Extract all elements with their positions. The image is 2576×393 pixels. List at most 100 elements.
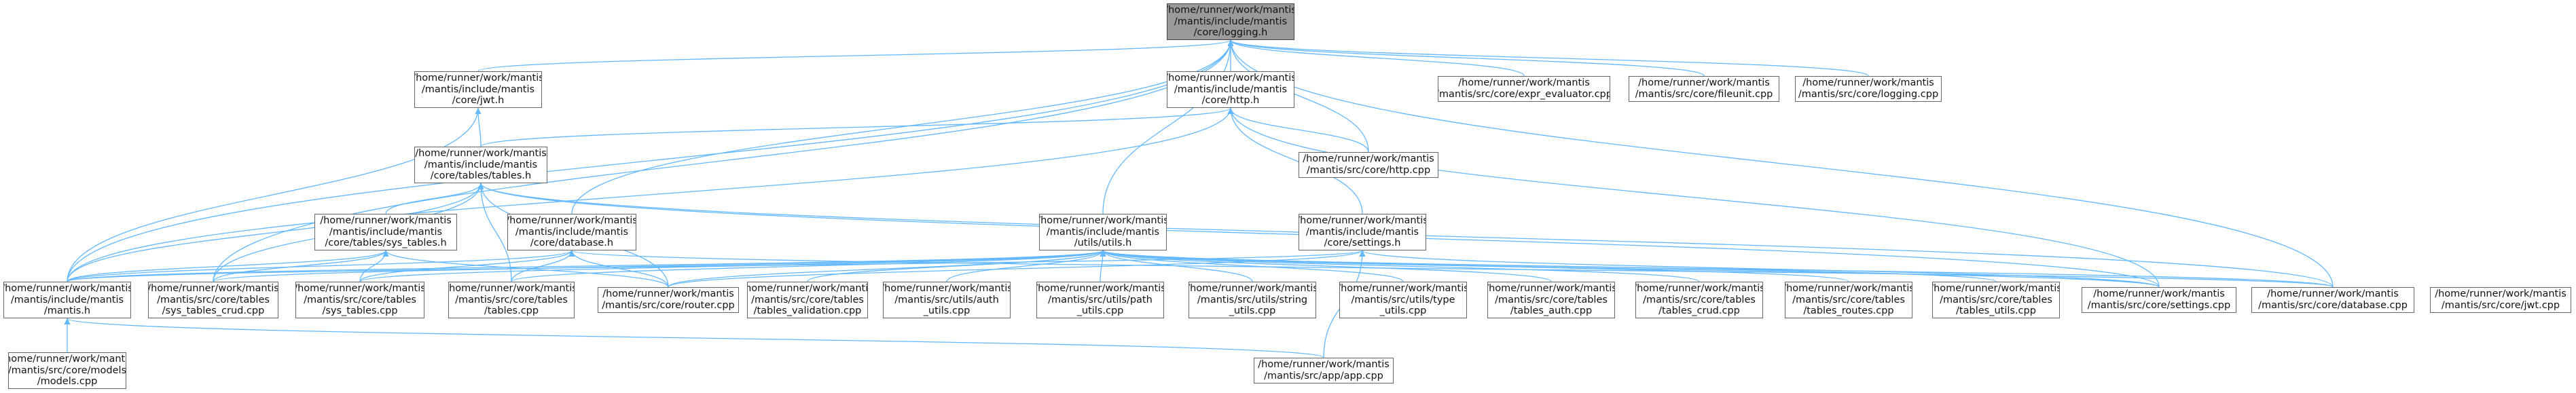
node-label: /home/runner/work/mantis /mantis/include… xyxy=(3,283,131,317)
node-settings-h[interactable]: /home/runner/work/mantis /mantis/include… xyxy=(1299,214,1426,250)
node-label: /home/runner/work/mantis /mantis/src/uti… xyxy=(883,283,1011,317)
node-auth-utils-cpp[interactable]: /home/runner/work/mantis /mantis/src/uti… xyxy=(883,282,1011,318)
edge-utils_h-to-settings_cpp xyxy=(1100,250,2160,288)
node-tables-crud-cpp[interactable]: /home/runner/work/mantis /mantis/src/cor… xyxy=(1635,282,1763,318)
node-tables-h[interactable]: /home/runner/work/mantis /mantis/include… xyxy=(414,147,547,183)
node-label: /home/runner/work/mantis /mantis/src/cor… xyxy=(602,288,735,311)
edge-logging_h-to-logging_cpp xyxy=(1227,39,1869,77)
node-label: /home/runner/work/mantis /mantis/src/cor… xyxy=(1635,77,1773,100)
node-label: /home/runner/work/mantis /mantis/src/app… xyxy=(1258,359,1390,381)
edge-tables_h-to-sys_tables_h xyxy=(385,183,484,214)
node-label: /home/runner/work/mantis /mantis/src/cor… xyxy=(8,354,126,388)
node-logging-cpp[interactable]: /home/runner/work/mantis /mantis/src/cor… xyxy=(1795,76,1942,102)
node-label: /home/runner/work/mantis /mantis/include… xyxy=(1167,73,1294,107)
node-label: /home/runner/work/mantis /mantis/src/uti… xyxy=(1189,283,1316,317)
node-label: /home/runner/work/mantis /mantis/include… xyxy=(507,215,636,249)
node-string-utils-cpp[interactable]: /home/runner/work/mantis /mantis/src/uti… xyxy=(1189,282,1316,318)
node-label: /home/runner/work/mantis /mantis/include… xyxy=(415,148,547,182)
edge-utils_h-to-auth_utils_cpp xyxy=(946,250,1106,282)
node-label: /home/runner/work/mantis /mantis/include… xyxy=(414,73,542,107)
edge-logging_h-to-http_cpp xyxy=(1227,39,1369,153)
node-mantis-h[interactable]: /home/runner/work/mantis /mantis/include… xyxy=(3,282,131,318)
edge-utils_h-to-tables_valid_cpp xyxy=(807,250,1106,282)
edge-tables_h-to-mantis_h xyxy=(67,183,484,282)
edge-utils_h-to-type_utils_cpp xyxy=(1100,250,1404,282)
node-http-cpp[interactable]: /home/runner/work/mantis /mantis/src/cor… xyxy=(1299,152,1438,178)
edge-utils_h-to-sys_crud_cpp xyxy=(213,250,1106,282)
node-type-utils-cpp[interactable]: /home/runner/work/mantis /mantis/src/uti… xyxy=(1339,282,1467,318)
node-label: /home/runner/work/mantis /mantis/src/cor… xyxy=(2258,288,2408,311)
node-label: /home/runner/work/mantis /mantis/src/cor… xyxy=(1798,77,1939,100)
node-label: /home/runner/work/mantis /mantis/src/cor… xyxy=(2087,288,2231,311)
edge-jwt_h-to-mantis_h xyxy=(67,107,482,282)
node-label: /home/runner/work/mantis /mantis/src/uti… xyxy=(1036,283,1164,317)
node-label: /home/runner/work/mantis /mantis/src/cor… xyxy=(747,283,868,317)
edge-sys_tables_h-to-sys_crud_cpp xyxy=(213,250,389,282)
node-label: /home/runner/work/mantis /mantis/src/cor… xyxy=(148,283,278,317)
node-label: /home/runner/work/mantis /mantis/include… xyxy=(1167,5,1294,39)
node-expr-evaluator-cpp[interactable]: /home/runner/work/mantis /mantis/src/cor… xyxy=(1438,76,1610,102)
edge-database_h-to-mantis_h xyxy=(67,250,575,282)
node-tables-auth-cpp[interactable]: /home/runner/work/mantis /mantis/src/cor… xyxy=(1487,282,1615,318)
edge-logging_h-to-mantis_h xyxy=(67,39,1234,282)
node-label: /home/runner/work/mantis /mantis/src/cor… xyxy=(1438,77,1610,100)
edge-logging_h-to-utils_h xyxy=(1102,39,1234,214)
node-tables-routes-cpp[interactable]: /home/runner/work/mantis /mantis/src/cor… xyxy=(1785,282,1912,318)
edge-sys_tables_h-to-mantis_h xyxy=(67,250,389,282)
node-settings-cpp[interactable]: /home/runner/work/mantis /mantis/src/cor… xyxy=(2082,287,2236,313)
edge-mantis_h-to-app_cpp xyxy=(65,318,1324,358)
edge-utils_h-to-string_utils_cpp xyxy=(1100,250,1253,282)
edge-settings_h-to-router_cpp xyxy=(668,250,1366,288)
edge-database_h-to-sys_tables_cpp xyxy=(359,250,575,282)
edge-utils_h-to-tables_auth_cpp xyxy=(1100,250,1552,282)
node-label: /home/runner/work/mantis /mantis/src/uti… xyxy=(1339,283,1467,317)
edge-utils_h-to-tables_crud_cpp xyxy=(1100,250,1700,282)
edge-http_h-to-settings_cpp xyxy=(1227,107,2160,288)
node-app-cpp[interactable]: /home/runner/work/mantis /mantis/src/app… xyxy=(1254,358,1394,383)
node-label: /home/runner/work/mantis /mantis/include… xyxy=(1039,215,1167,249)
edge-logging_h-to-fileunit_cpp xyxy=(1227,39,1705,77)
node-database-cpp[interactable]: /home/runner/work/mantis /mantis/src/cor… xyxy=(2251,287,2414,313)
node-tables-cpp[interactable]: /home/runner/work/mantis /mantis/src/cor… xyxy=(448,282,575,318)
node-tables-utils-cpp[interactable]: /home/runner/work/mantis /mantis/src/cor… xyxy=(1932,282,2060,318)
node-label: /home/runner/work/mantis /mantis/src/cor… xyxy=(1635,283,1763,317)
node-label: /home/runner/work/mantis /mantis/src/cor… xyxy=(2435,288,2566,311)
edge-tables_h-to-tables_cpp xyxy=(477,183,512,282)
edge-utils_h-to-tables_cpp xyxy=(511,250,1106,282)
node-label: /home/runner/work/mantis /mantis/src/cor… xyxy=(1303,153,1434,176)
edge-http_h-to-tables_h xyxy=(480,107,1234,147)
edge-settings_h-to-settings_cpp xyxy=(1359,250,2160,288)
node-utils-h[interactable]: /home/runner/work/mantis /mantis/include… xyxy=(1039,214,1167,250)
edge-http_h-to-http_cpp xyxy=(1227,107,1369,153)
node-label: /home/runner/work/mantis /mantis/src/cor… xyxy=(1785,283,1912,317)
node-label: /home/runner/work/mantis /mantis/include… xyxy=(1299,215,1426,249)
edge-database_h-to-database_cpp xyxy=(569,250,2334,288)
node-database-h[interactable]: /home/runner/work/mantis /mantis/include… xyxy=(507,214,636,250)
node-tables-validation-cpp[interactable]: /home/runner/work/mantis /mantis/src/cor… xyxy=(747,282,868,318)
node-sys-tables-h[interactable]: /home/runner/work/mantis /mantis/include… xyxy=(314,214,457,250)
node-logging-h[interactable]: /home/runner/work/mantis /mantis/include… xyxy=(1167,3,1294,40)
edge-logging_h-to-jwt_h xyxy=(477,39,1234,72)
node-label: /home/runner/work/mantis /mantis/include… xyxy=(320,215,452,249)
node-jwt-cpp[interactable]: /home/runner/work/mantis /mantis/src/cor… xyxy=(2430,287,2571,313)
edge-logging_h-to-database_cpp xyxy=(1227,39,2334,288)
edge-utils_h-to-mantis_h xyxy=(67,250,1106,282)
node-path-utils-cpp[interactable]: /home/runner/work/mantis /mantis/src/uti… xyxy=(1036,282,1164,318)
node-models-cpp[interactable]: /home/runner/work/mantis /mantis/src/cor… xyxy=(8,352,126,389)
edge-http_h-to-settings_h xyxy=(1227,107,1363,214)
node-http-h[interactable]: /home/runner/work/mantis /mantis/include… xyxy=(1167,71,1294,108)
node-jwt-h[interactable]: /home/runner/work/mantis /mantis/include… xyxy=(414,71,542,108)
node-label: /home/runner/work/mantis /mantis/src/cor… xyxy=(295,283,424,317)
edge-settings_h-to-mantis_h xyxy=(67,250,1365,282)
edge-http_h-to-mantis_h xyxy=(67,107,1234,282)
node-label: /home/runner/work/mantis /mantis/src/cor… xyxy=(1487,283,1615,317)
node-sys-tables-crud-cpp[interactable]: /home/runner/work/mantis /mantis/src/cor… xyxy=(148,282,278,318)
edge-logging_h-to-expr_cpp xyxy=(1227,39,1525,77)
node-sys-tables-cpp[interactable]: /home/runner/work/mantis /mantis/src/cor… xyxy=(295,282,424,318)
node-fileunit-cpp[interactable]: /home/runner/work/mantis /mantis/src/cor… xyxy=(1629,76,1779,102)
node-label: /home/runner/work/mantis /mantis/src/cor… xyxy=(448,283,575,317)
node-router-cpp[interactable]: /home/runner/work/mantis /mantis/src/cor… xyxy=(598,287,739,313)
edge-utils_h-to-database_cpp xyxy=(1100,250,2334,288)
node-label: /home/runner/work/mantis /mantis/src/cor… xyxy=(1932,283,2060,317)
